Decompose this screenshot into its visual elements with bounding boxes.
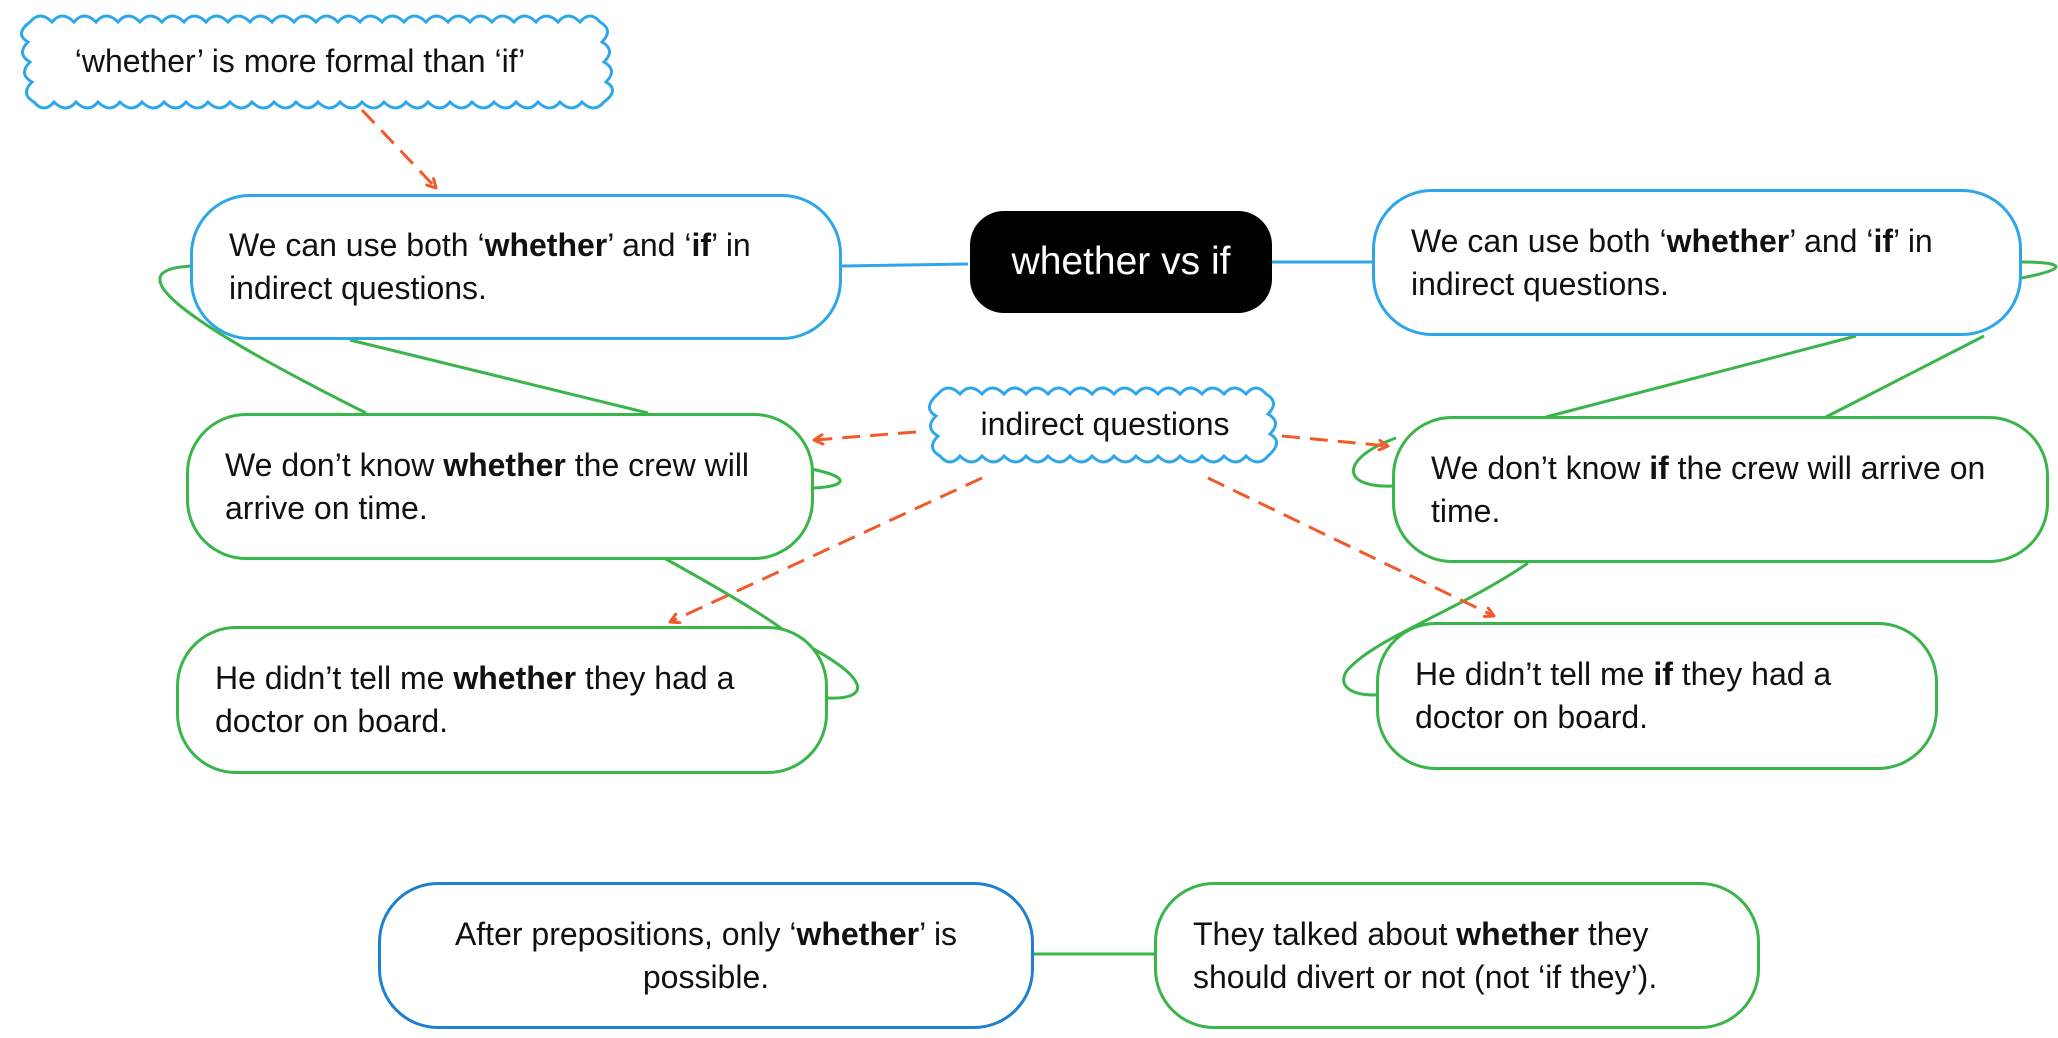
link-left-main-ex1 (349, 338, 649, 415)
link-root-left (841, 262, 969, 268)
arrow-indirect-left-ex2 (670, 476, 983, 622)
cloud-indirect-questions (928, 386, 1278, 464)
left-example-2-text: He didn’t tell me whether they had a doc… (215, 660, 735, 739)
link-right-main-ex1-b (1825, 334, 1985, 419)
right-main-node[interactable]: We can use both ‘whether’ and ‘if’ in in… (1372, 189, 2022, 336)
note-formal: ‘whether’ is more formal than ‘if’ (22, 22, 578, 100)
right-example-1-node[interactable]: We don’t know if the crew will arrive on… (1392, 416, 2049, 563)
right-example-2-text: He didn’t tell me if they had a doctor o… (1415, 656, 1832, 735)
right-example-1-text: We don’t know if the crew will arrive on… (1431, 449, 1986, 529)
left-main-node[interactable]: We can use both ‘whether’ and ‘if’ in in… (190, 194, 842, 340)
left-main-text: We can use both ‘whether’ and ‘if’ in in… (229, 227, 751, 306)
left-example-1-text: We don’t know whether the crew will arri… (225, 446, 750, 526)
link-right-main-ex1 (1545, 334, 1857, 419)
right-main-text: We can use both ‘whether’ and ‘if’ in in… (1411, 222, 1933, 302)
arrow-formal-note (360, 108, 436, 188)
note-indirect-questions: indirect questions (932, 394, 1278, 454)
link-left-ex1-loop (805, 466, 842, 490)
root-topic-label: whether vs if (1011, 240, 1231, 283)
root-topic[interactable]: whether vs if (970, 211, 1272, 313)
cloud-formal-note (20, 14, 614, 110)
bottom-rule-text: After prepositions, only ‘whether’ is po… (454, 915, 958, 995)
link-right-ex1-ex2 (1342, 561, 1529, 697)
right-example-2-node[interactable]: He didn’t tell me if they had a doctor o… (1376, 622, 1938, 770)
link-left-main-ex1-b (158, 264, 367, 415)
arrow-indirect-left-ex1 (814, 430, 917, 440)
link-right-main-loop (2009, 260, 2058, 282)
note-formal-text: ‘whether’ is more formal than ‘if’ (74, 42, 526, 79)
bottom-rule-node[interactable]: After prepositions, only ‘whether’ is po… (378, 882, 1034, 1029)
bottom-example-text: They talked about whether they should di… (1193, 915, 1658, 995)
arrow-indirect-right-ex1 (1281, 434, 1388, 446)
arrow-indirect-right-ex2 (1207, 476, 1494, 616)
note-indirect-text: indirect questions (980, 405, 1230, 442)
left-example-1-node[interactable]: We don’t know whether the crew will arri… (186, 413, 814, 560)
bottom-example-node[interactable]: They talked about whether they should di… (1154, 882, 1760, 1029)
left-example-2-node[interactable]: He didn’t tell me whether they had a doc… (176, 626, 828, 774)
